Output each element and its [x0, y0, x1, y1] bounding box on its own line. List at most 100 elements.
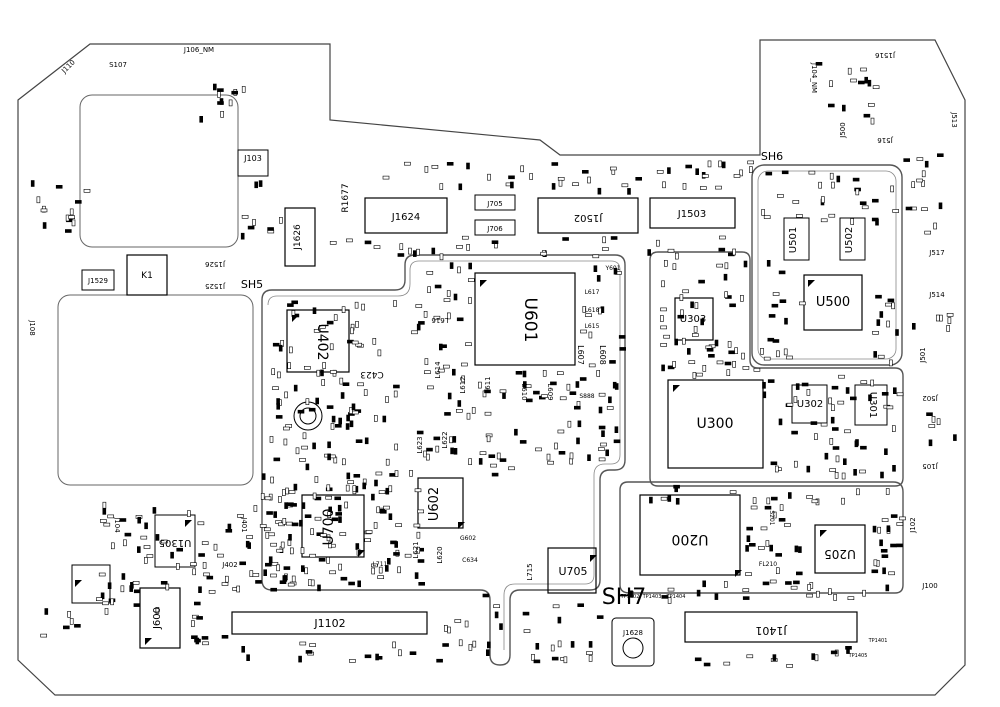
smd-pad	[868, 394, 872, 402]
smd-pad	[576, 437, 580, 445]
label-y601: Y601	[604, 265, 620, 272]
label-c634: C634	[462, 557, 478, 564]
smd-pad	[742, 366, 750, 370]
smd-pad	[144, 522, 148, 530]
label-u402: U402	[314, 324, 330, 361]
smd-pad	[806, 495, 813, 499]
smd-pad	[342, 382, 350, 387]
smd-pad	[388, 485, 393, 493]
smd-pad	[884, 448, 888, 456]
smd-pad	[40, 208, 48, 213]
smd-pad	[284, 391, 288, 399]
smd-pad	[871, 217, 879, 222]
smd-pad	[566, 383, 571, 391]
smd-pad	[829, 468, 837, 472]
smd-pad	[701, 174, 709, 178]
smd-pad	[394, 541, 399, 548]
smd-pad	[872, 525, 877, 533]
label-s107: S107	[109, 61, 127, 69]
smd-pad	[888, 359, 893, 367]
smd-pad	[771, 303, 779, 308]
smd-pad	[728, 350, 736, 355]
smd-pad	[252, 573, 260, 577]
smd-pad	[890, 185, 894, 193]
smd-pad	[198, 553, 205, 557]
smd-pad	[522, 381, 527, 388]
smd-pad	[734, 347, 738, 355]
smd-pad	[98, 572, 106, 577]
label-l614: L614	[434, 361, 442, 379]
smd-pad	[284, 502, 288, 509]
smd-pad	[349, 420, 354, 428]
pin1-marker	[735, 570, 742, 577]
smd-pad	[385, 487, 390, 495]
smd-pad	[246, 654, 250, 662]
smd-pad	[371, 563, 378, 568]
smd-pad	[298, 655, 302, 663]
label-tp1405: TP1405	[848, 653, 868, 659]
smd-pad	[245, 540, 250, 548]
smd-pad	[348, 407, 353, 414]
smd-pad	[133, 603, 141, 607]
smd-pad	[65, 229, 72, 233]
smd-pad	[301, 445, 308, 450]
smd-pad	[352, 485, 357, 493]
smd-pad	[305, 650, 313, 654]
smd-pad	[875, 294, 882, 299]
smd-pad	[588, 331, 593, 339]
smd-pad	[598, 392, 606, 397]
smd-pad	[397, 253, 405, 257]
smd-pad	[724, 361, 732, 366]
smd-pad	[570, 641, 575, 648]
pin1-marker	[820, 530, 827, 537]
connector-j705	[474, 194, 516, 211]
chip-u602	[417, 477, 464, 529]
smd-pad	[520, 165, 525, 173]
smd-pad	[847, 67, 852, 75]
smd-pad	[337, 504, 342, 512]
label-j105: J105	[922, 462, 938, 470]
smd-pad	[587, 454, 591, 462]
smd-pad	[853, 468, 857, 476]
connector-j1629	[81, 269, 115, 291]
smd-pad	[326, 484, 331, 492]
smd-pad	[896, 392, 904, 397]
smd-pad	[811, 653, 816, 660]
smd-pad	[36, 196, 41, 204]
smd-pad	[502, 392, 506, 399]
smd-pad	[601, 430, 605, 438]
smd-pad	[202, 641, 209, 646]
smd-pad	[377, 349, 382, 357]
smd-pad	[348, 581, 355, 586]
smd-pad	[280, 541, 285, 549]
smd-pad	[831, 427, 839, 431]
connector-j103	[237, 149, 269, 177]
smd-pad	[374, 479, 378, 487]
smd-pad	[606, 406, 614, 410]
smd-pad	[946, 312, 954, 317]
smd-pad	[747, 160, 755, 165]
smd-pad	[766, 497, 771, 505]
label-j516: J516	[877, 136, 894, 144]
pin1-marker	[145, 638, 152, 645]
smd-pad	[144, 557, 148, 564]
chip-u1305	[154, 514, 196, 568]
smd-pad	[373, 245, 381, 249]
pin1-marker	[185, 520, 192, 527]
smd-pad	[580, 329, 587, 334]
smd-pad	[303, 365, 311, 370]
smd-pad	[439, 253, 444, 261]
smd-pad	[824, 452, 829, 460]
smd-pad	[515, 370, 523, 375]
smd-pad	[364, 437, 369, 445]
smd-pad	[842, 458, 847, 466]
smd-pad	[551, 162, 559, 166]
smd-pad	[784, 523, 791, 527]
smd-pad	[307, 579, 312, 586]
smd-pad	[486, 641, 491, 649]
smd-pad	[326, 405, 334, 409]
smd-pad	[293, 483, 298, 491]
smd-pad	[786, 355, 793, 360]
smd-pad	[881, 391, 889, 396]
smd-pad	[850, 218, 855, 225]
